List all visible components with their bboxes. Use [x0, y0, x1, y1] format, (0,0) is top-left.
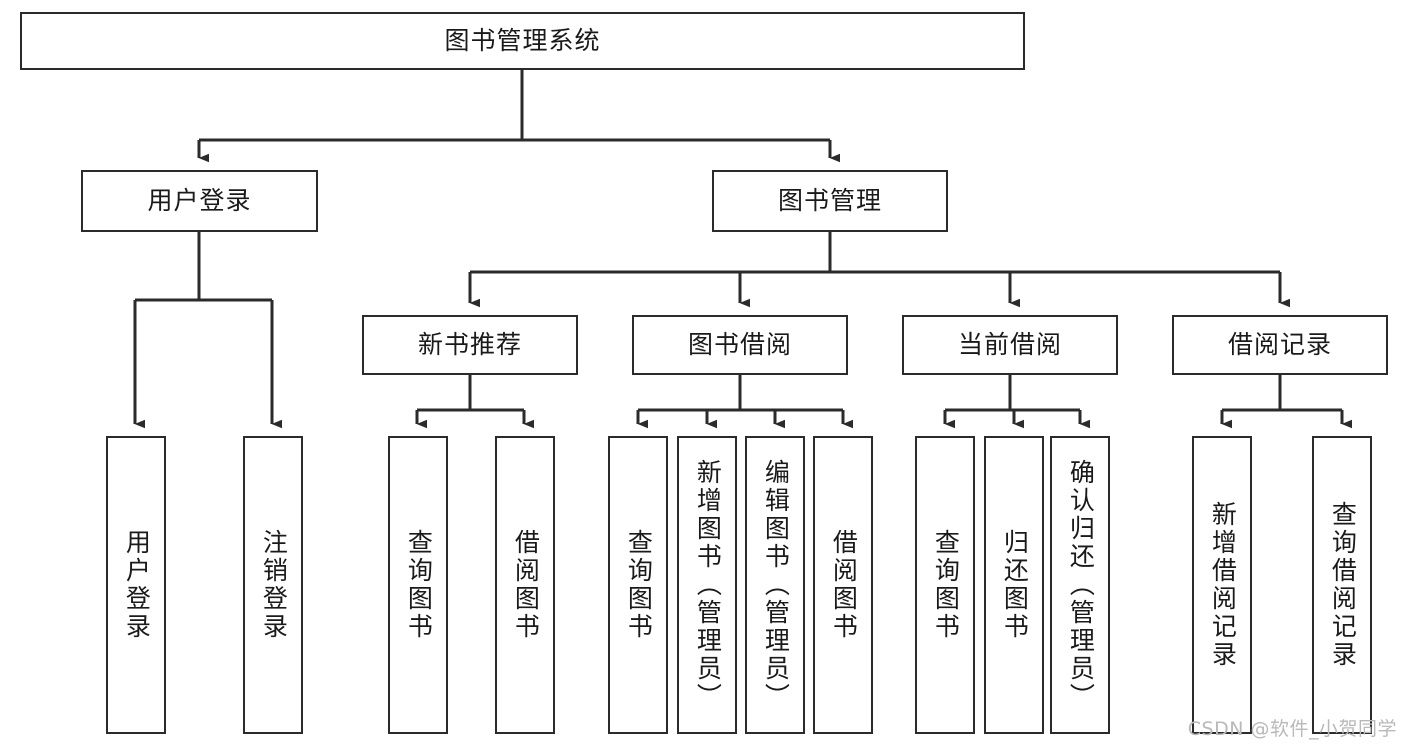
node-label: 查询图书	[404, 529, 434, 641]
node-label: 归还图书	[1000, 529, 1030, 641]
leaf-add-book[interactable]: 新增图书（管理员）	[677, 436, 737, 734]
node-label: 图书管理	[777, 186, 882, 216]
node-label: 用户登录	[122, 529, 152, 641]
node-user-login[interactable]: 用户登录	[81, 170, 318, 232]
leaf-borrow-book-2[interactable]: 借阅图书	[813, 436, 873, 734]
node-label: 图书借阅	[687, 330, 792, 360]
node-label: 借阅图书	[511, 529, 541, 641]
leaf-user-login[interactable]: 用户登录	[106, 436, 166, 734]
leaf-add-borrow-record[interactable]: 新增借阅记录	[1192, 436, 1252, 734]
node-label: 查询借阅记录	[1328, 501, 1358, 669]
leaf-query-book-3[interactable]: 查询图书	[915, 436, 975, 734]
csdn-watermark: CSDN @软件_小贺同学	[1187, 718, 1397, 740]
leaf-query-book-2[interactable]: 查询图书	[608, 436, 668, 734]
node-borrow-record[interactable]: 借阅记录	[1172, 315, 1388, 375]
node-label: 新增借阅记录	[1208, 501, 1238, 669]
node-label: 确认归还（管理员）	[1066, 459, 1096, 711]
node-book-borrow[interactable]: 图书借阅	[632, 315, 848, 375]
node-label: 查询图书	[624, 529, 654, 641]
node-book-manage[interactable]: 图书管理	[712, 170, 948, 232]
leaf-query-book-1[interactable]: 查询图书	[388, 436, 448, 734]
node-label: 编辑图书（管理员）	[761, 459, 791, 711]
node-label: 查询图书	[931, 529, 961, 641]
node-label: 新增图书（管理员）	[693, 459, 723, 711]
leaf-user-logout[interactable]: 注销登录	[243, 436, 303, 734]
node-label: 当前借阅	[957, 330, 1062, 360]
node-label: 借阅记录	[1227, 330, 1332, 360]
node-label: 借阅图书	[829, 529, 859, 641]
leaf-confirm-return[interactable]: 确认归还（管理员）	[1050, 436, 1110, 734]
leaf-query-borrow-record[interactable]: 查询借阅记录	[1312, 436, 1372, 734]
node-label: 图书管理系统	[444, 26, 601, 56]
node-label: 注销登录	[259, 529, 289, 641]
node-label: 用户登录	[147, 186, 252, 216]
leaf-borrow-book-1[interactable]: 借阅图书	[495, 436, 555, 734]
leaf-edit-book[interactable]: 编辑图书（管理员）	[745, 436, 805, 734]
node-new-book-recommend[interactable]: 新书推荐	[362, 315, 578, 375]
node-root[interactable]: 图书管理系统	[20, 12, 1025, 70]
node-label: 新书推荐	[417, 330, 522, 360]
node-current-borrow[interactable]: 当前借阅	[902, 315, 1118, 375]
leaf-return-book[interactable]: 归还图书	[984, 436, 1044, 734]
